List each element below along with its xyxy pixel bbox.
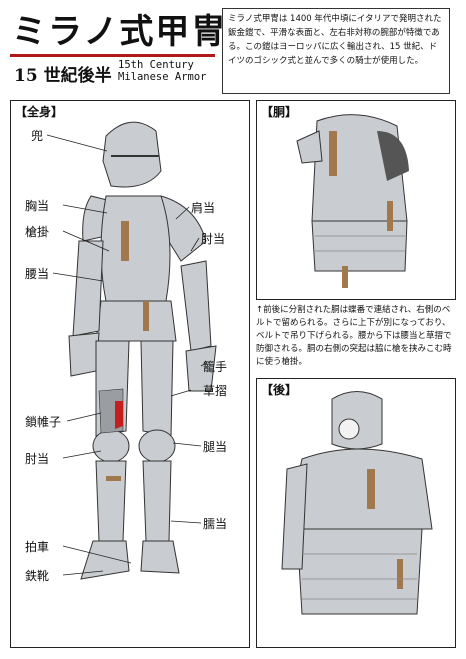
label-suneate: 臑当	[203, 517, 228, 531]
subtitle-en-line1: 15th Century	[118, 59, 194, 71]
subtitle-english: 15th Century Milanese Armor	[118, 59, 207, 83]
label-kote: 籠手	[203, 360, 228, 374]
panel-torso: 【胴】	[256, 100, 456, 300]
torso-illustration	[296, 114, 409, 288]
label-kusari: 鎖帷子	[25, 415, 62, 429]
intro-box: ミラノ式甲冑は 1400 年代中頃にイタリアで発明された鈑金鎧で、平滑な表面と、…	[222, 8, 450, 94]
full-armor-illustration	[46, 121, 217, 580]
label-tetsuka: 鉄靴	[25, 569, 50, 583]
subtitle-century: 15 世紀後半	[14, 66, 112, 86]
panel-label-torso: 【胴】	[261, 105, 298, 119]
subtitle-en-line2: Milanese Armor	[118, 71, 207, 83]
panel-label-back: 【後】	[261, 383, 298, 397]
label-muneate: 胸当	[25, 199, 50, 213]
panel-label-full: 【全身】	[15, 105, 64, 119]
label-sokake: 槍掛	[25, 225, 50, 239]
label-kataate: 肩当	[191, 201, 216, 215]
label-koshiate: 腰当	[25, 267, 50, 281]
label-kusazuri: 草摺	[203, 384, 228, 398]
panel-full-body: 【全身】 兜 胸当 槍掛 腰当 鎖帷子 肘当 拍車 鉄靴 肩当 肘当 籠手 草摺…	[10, 100, 250, 648]
label-hijiate-left: 肘当	[25, 452, 50, 466]
torso-description: ↑前後に分割された胴は蝶番で連結され、右側のベルトで留められる。さらに上下が別に…	[256, 305, 452, 367]
back-illustration	[281, 391, 433, 615]
panel-back: 【後】	[256, 378, 456, 648]
label-momoate: 腿当	[203, 440, 228, 454]
page-title: ミラノ式甲冑	[12, 12, 228, 52]
label-kabuto: 兜	[31, 129, 44, 143]
label-hijiate-right: 肘当	[201, 232, 226, 246]
title-rule	[10, 54, 215, 57]
label-hakusha: 拍車	[25, 540, 50, 554]
